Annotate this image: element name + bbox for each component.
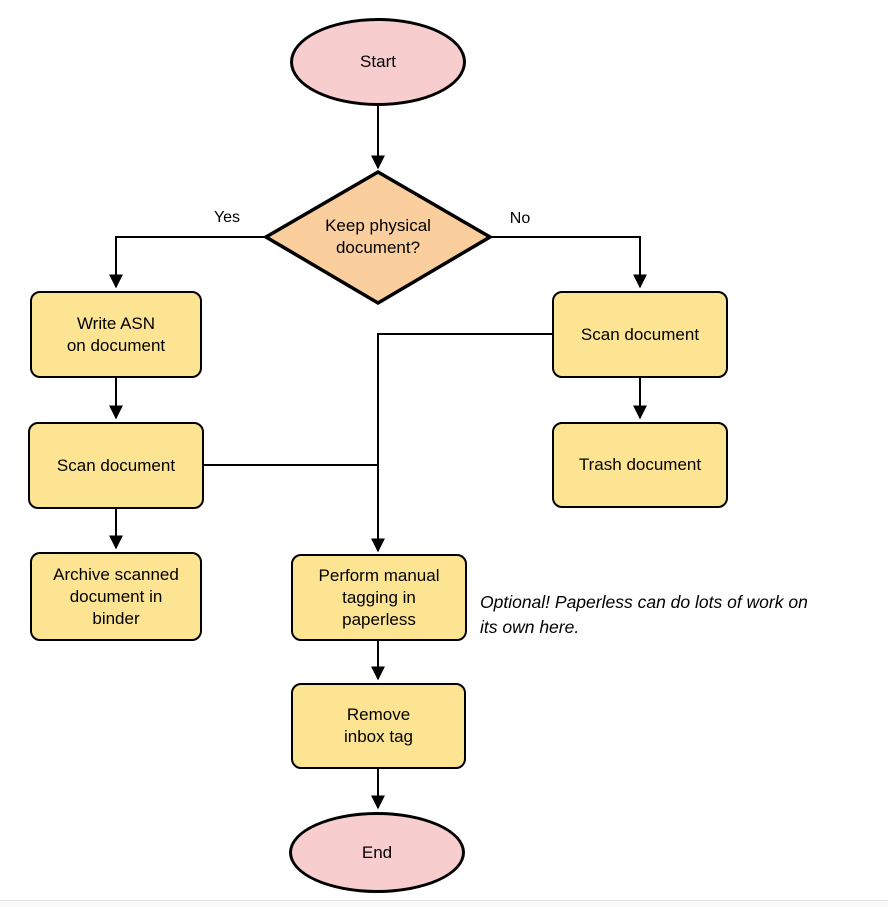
node-archive-document: Archive scanned document in binder	[30, 552, 202, 641]
node-scan-document-right: Scan document	[552, 291, 728, 378]
edge-label-yes: Yes	[213, 209, 241, 226]
node-trash-document: Trash document	[552, 422, 728, 508]
node-start: Start	[290, 18, 466, 106]
note-text: Optional! Paperless can do lots of work …	[480, 592, 808, 637]
node-scan-document-left: Scan document	[28, 422, 204, 509]
edge-decision-yes	[109, 236, 266, 289]
node-remove-inbox-tag: Remove inbox tag	[291, 683, 466, 769]
node-write-asn: Write ASN on document	[30, 291, 202, 378]
edge-scanright-to-tagging	[371, 333, 552, 553]
page-bottom-edge	[0, 900, 888, 907]
node-decision-label: Keep physical document?	[325, 216, 431, 257]
node-end: End	[289, 812, 465, 893]
node-decision-shape	[262, 169, 494, 306]
node-manual-tagging: Perform manual tagging in paperless	[291, 554, 467, 641]
edge-decision-no	[490, 236, 647, 289]
edge-label-no: No	[509, 210, 531, 227]
